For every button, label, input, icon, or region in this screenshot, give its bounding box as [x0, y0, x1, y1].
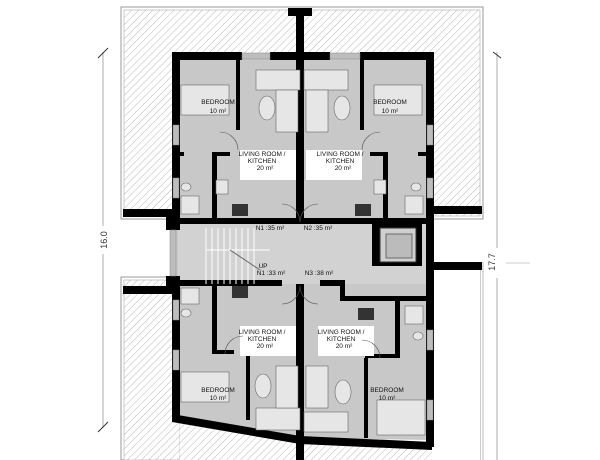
living-room-area: 20 m² — [257, 343, 274, 350]
bedroom-area: 10 m² — [382, 108, 399, 115]
staircase — [205, 228, 270, 284]
unit-area-label: N1 :35 m² — [256, 225, 285, 232]
elevator — [372, 224, 422, 266]
living-room-area: 20 m² — [335, 165, 352, 172]
unit-area-label: N1 :33 m² — [257, 270, 286, 277]
living-room-label: LIVING ROOM / — [317, 151, 364, 158]
room-labels: BEDROOM 10 m² BEDROOM 10 m² LIVING ROOM … — [201, 99, 407, 402]
terrace-bottom — [180, 420, 432, 460]
bathroom-fixtures — [180, 179, 424, 341]
living-room-area: 20 m² — [336, 343, 353, 350]
living-room-label: KITCHEN — [248, 158, 277, 165]
stoves — [232, 204, 374, 320]
living-room-area: 20 m² — [257, 165, 274, 172]
stair-up-label: UP — [258, 263, 267, 270]
bedroom-area: 10 m² — [210, 395, 227, 402]
unit-area-label: N3 :38 m² — [305, 270, 334, 277]
living-room-label: LIVING ROOM / — [239, 151, 286, 158]
dimension-right-label: 17.7 — [487, 253, 497, 271]
windows — [169, 52, 434, 421]
dimension-left: 16.0 — [94, 47, 112, 433]
terrace-right-outline — [479, 262, 484, 460]
beds — [180, 84, 426, 436]
bedroom-label: BEDROOM — [370, 387, 404, 394]
bedroom-label: BEDROOM — [201, 387, 235, 394]
living-room-label: LIVING ROOM / — [239, 329, 286, 336]
dimension-right: 17.7 — [486, 51, 530, 460]
dimension-left-label: 16.0 — [99, 231, 109, 249]
bedroom-label: BEDROOM — [201, 99, 235, 106]
bedroom-area: 10 m² — [210, 108, 227, 115]
living-room-label: KITCHEN — [327, 336, 356, 343]
living-furniture — [240, 69, 374, 433]
doors — [219, 131, 381, 359]
living-room-label: KITCHEN — [326, 158, 355, 165]
unit-area-label: N2 :35 m² — [304, 225, 333, 232]
interior-walls — [172, 60, 434, 438]
living-room-label: LIVING ROOM / — [318, 329, 365, 336]
bedroom-label: BEDROOM — [373, 99, 407, 106]
living-room-label: KITCHEN — [248, 336, 277, 343]
bedroom-area: 10 m² — [379, 395, 396, 402]
